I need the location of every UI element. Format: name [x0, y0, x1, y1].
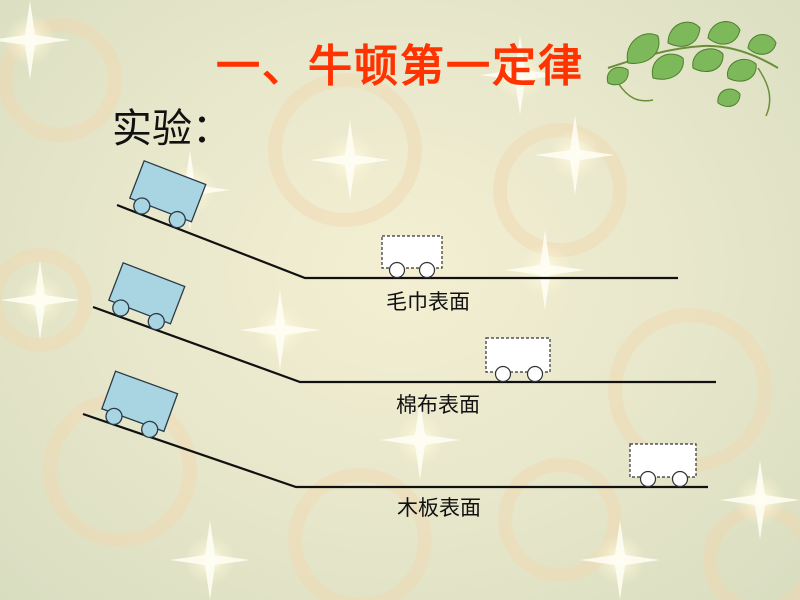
cart-icon — [97, 370, 179, 443]
track-towel — [116, 203, 678, 280]
cart-start-wood — [97, 370, 179, 443]
cart-stop-wood — [629, 443, 697, 488]
cart-start-towel — [125, 160, 207, 233]
cart-icon — [104, 262, 186, 335]
surface-label-towel: 毛巾表面 — [386, 290, 470, 314]
track-group — [82, 203, 716, 489]
track-wood — [82, 412, 708, 489]
cart-stop-towel — [381, 235, 443, 279]
experiment-label: 实验： — [112, 106, 232, 152]
track-cotton — [92, 305, 716, 384]
cart-icon — [125, 160, 207, 233]
surface-label-cotton: 棉布表面 — [396, 393, 480, 417]
cart-start-cotton — [104, 262, 186, 335]
vine-leaves-decoration — [606, 21, 779, 117]
cart-stop-cotton — [485, 337, 551, 383]
slide-title: 一、牛顿第一定律 — [216, 41, 584, 92]
surface-label-wood: 木板表面 — [397, 496, 481, 520]
